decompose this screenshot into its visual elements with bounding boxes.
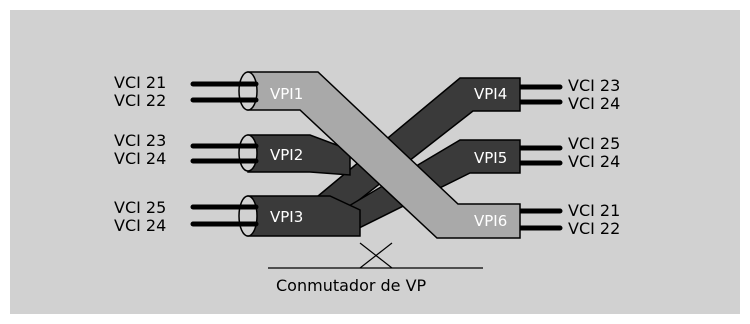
label-vpi3: VPI3: [270, 208, 303, 226]
right-vci-3-bottom: VCI 22: [568, 219, 620, 238]
pipe-vpi2: [247, 134, 351, 176]
pipe-vpi1-vpi6: [247, 71, 521, 239]
left-pipe-caps: [238, 71, 258, 237]
left-vci-2-bottom: VCI 24: [114, 149, 166, 168]
switch-label: Conmutador de VP: [276, 276, 427, 295]
left-vci-2-top: VCI 23: [114, 131, 166, 150]
label-vpi5: VPI5: [474, 149, 507, 167]
right-vci-1-bottom: VCI 24: [568, 94, 620, 113]
pipe-vpi3: [247, 195, 361, 237]
right-vci-2-top: VCI 25: [568, 134, 620, 153]
left-vci-3-top: VCI 25: [114, 198, 166, 217]
right-vci-1-top: VCI 23: [568, 76, 620, 95]
label-vpi2: VPI2: [270, 146, 303, 164]
switch-cross-icon: [359, 242, 393, 269]
left-vci-3-bottom: VCI 24: [114, 216, 166, 235]
label-vpi1: VPI1: [270, 85, 303, 103]
right-vci-3-top: VCI 21: [568, 201, 620, 220]
left-vci-1-bottom: VCI 22: [114, 91, 166, 110]
label-vpi4: VPI4: [474, 85, 507, 103]
left-vci-1-top: VCI 21: [114, 73, 166, 92]
label-vpi6: VPI6: [474, 212, 507, 230]
left-vci-line-ends: [237, 81, 259, 227]
right-vci-2-bottom: VCI 24: [568, 152, 620, 171]
